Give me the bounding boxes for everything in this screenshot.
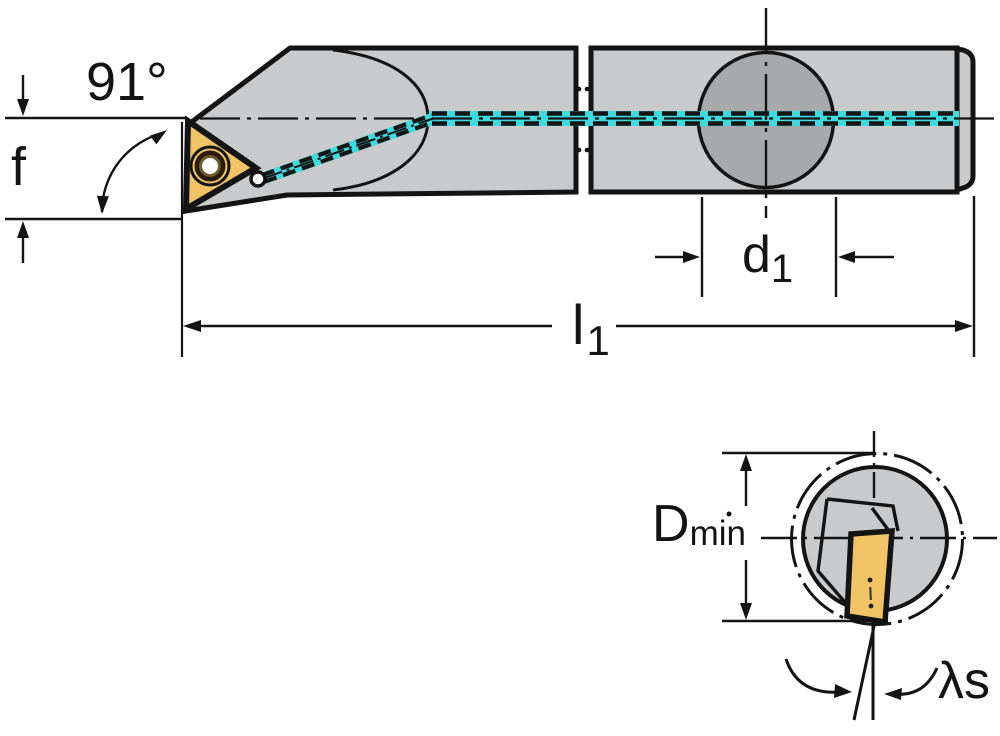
cutting-angle-dimension: 91°	[86, 52, 168, 214]
min-bore-sub: min	[690, 514, 746, 553]
l1-arrow-left	[183, 320, 201, 332]
lambda-arrow-right	[884, 688, 902, 700]
shank-diameter-letter: d	[742, 226, 771, 284]
insert-side-view	[182, 115, 267, 215]
lambda-leader-left	[784, 658, 841, 694]
offset-label: f	[11, 137, 27, 197]
lambda-arrow-left	[834, 684, 852, 698]
insert-axis-dot	[867, 577, 873, 583]
centerline-dot	[726, 511, 732, 517]
min-bore-diameter-label: Dmin	[652, 495, 746, 553]
d1-arrow-left	[683, 251, 700, 263]
break-lines	[576, 86, 590, 153]
lambda-dimension: λs	[784, 652, 990, 710]
angle-arc-arrow-bottom	[96, 195, 109, 214]
angle-label: 91°	[86, 52, 168, 112]
f-arrow-up	[17, 221, 29, 238]
dmin-arrow-up	[740, 454, 752, 471]
l1-dimension: l1	[183, 196, 976, 364]
channel-wall-line	[261, 113, 433, 178]
lambda-tilted-line	[852, 616, 878, 721]
pocket-relief-hole	[249, 170, 267, 188]
channel-wall-line	[263, 119, 435, 184]
bar-head-section	[183, 45, 579, 214]
insert-axis-dot	[868, 603, 874, 609]
min-bore-letter: D	[652, 495, 690, 553]
insert-end-body	[844, 528, 895, 626]
shank-diameter-sub: 1	[771, 247, 793, 291]
end-view-head-profile	[816, 497, 900, 609]
angle-arc-arrow-top	[150, 130, 167, 145]
insert-axis-dash	[869, 586, 872, 601]
f-dimension: f	[5, 75, 186, 263]
angle-arc	[100, 131, 164, 213]
end-view: Dmin λs	[652, 431, 997, 721]
inclination-angle-label: λs	[938, 652, 990, 710]
insert-end-view	[844, 528, 895, 626]
side-view-dimensions: f 91° d1 l1	[5, 52, 976, 364]
overall-length-sub: 1	[586, 317, 609, 364]
l1-arrow-right	[955, 320, 973, 332]
dmin-dimension: Dmin	[652, 451, 874, 620]
dmin-arrow-down	[740, 603, 752, 620]
side-view	[180, 8, 997, 357]
insert-screw-hole	[202, 158, 218, 174]
channel-axis-line	[262, 117, 434, 180]
overall-length-label: l1	[572, 293, 610, 364]
d1-arrow-right	[838, 251, 855, 263]
insert-screw-outline	[189, 145, 231, 187]
d1-dimension: d1	[655, 197, 894, 297]
f-arrow-down	[17, 99, 29, 116]
shank-diameter-label: d1	[742, 226, 793, 291]
overall-length-letter: l	[572, 293, 584, 356]
